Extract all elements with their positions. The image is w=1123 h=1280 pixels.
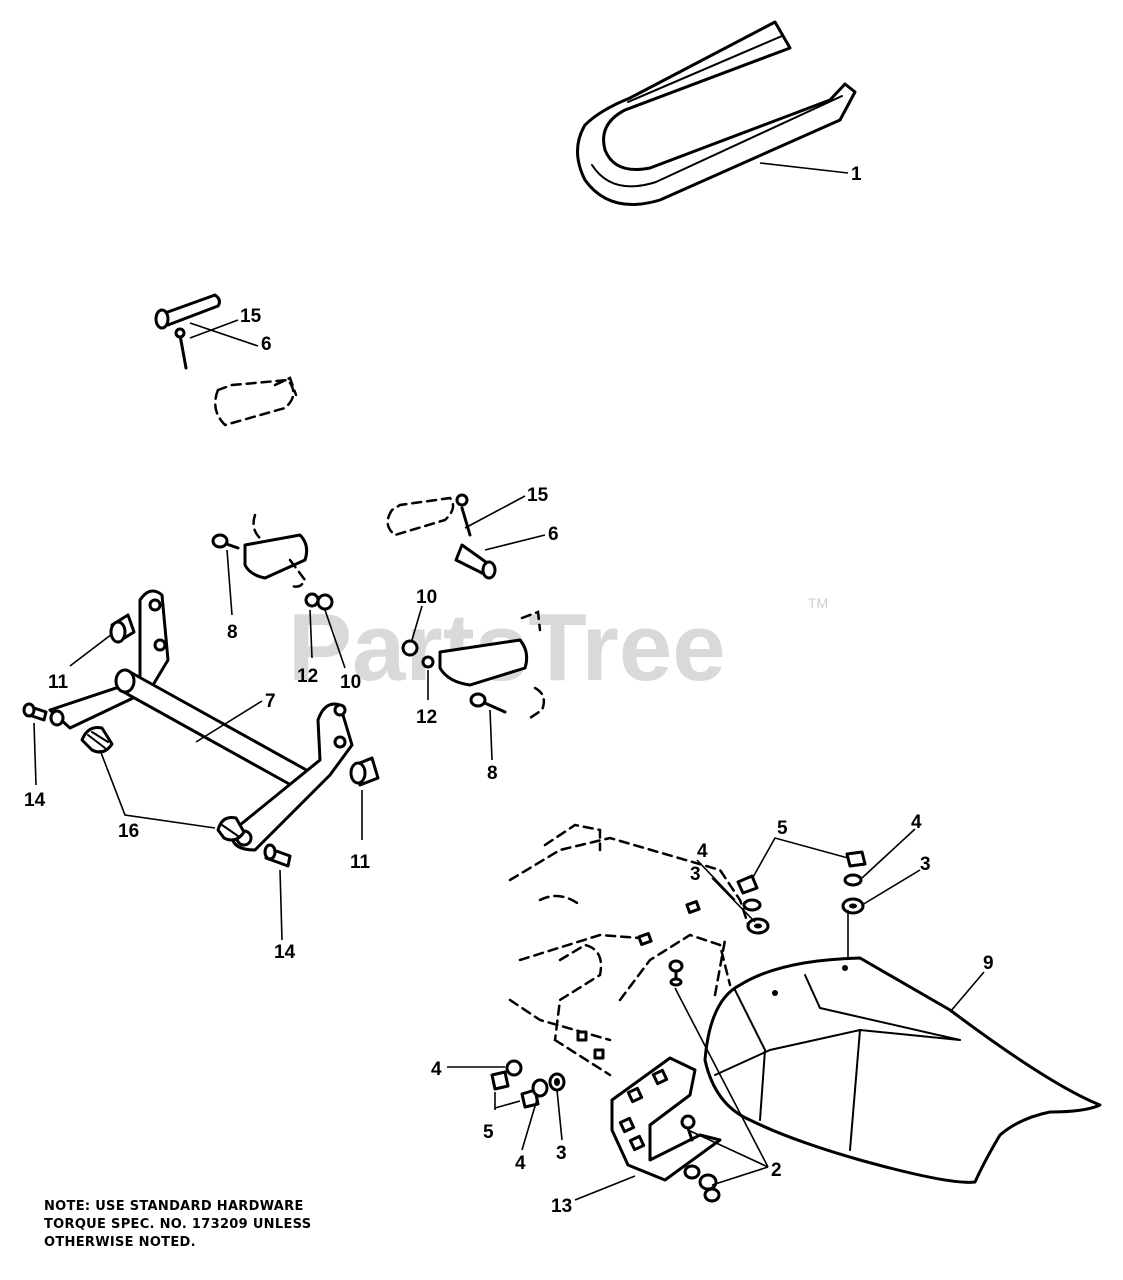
part-right-link-bracket[interactable] bbox=[401, 610, 546, 720]
callout-15-middle: 15 bbox=[527, 485, 549, 506]
part-9-panel[interactable] bbox=[703, 956, 1102, 1184]
part-upper-clevis-assembly[interactable] bbox=[154, 293, 298, 427]
callout-11-left: 11 bbox=[48, 672, 69, 693]
callout-12-right: 12 bbox=[416, 707, 437, 728]
leader-lines bbox=[33, 162, 985, 1201]
callout-5-upper: 5 bbox=[777, 818, 788, 839]
callout-11-right: 11 bbox=[350, 852, 371, 873]
part-2-bolts[interactable] bbox=[668, 959, 721, 1203]
hardware-note: NOTE: USE STANDARD HARDWARE TORQUE SPEC.… bbox=[44, 1198, 311, 1252]
callout-2: 2 bbox=[771, 1160, 782, 1181]
callout-10-right: 10 bbox=[416, 587, 437, 608]
callout-1: 1 bbox=[851, 164, 862, 185]
callout-8-left: 8 bbox=[227, 622, 238, 643]
hardware-upper-right[interactable] bbox=[736, 850, 867, 935]
part-1-guard[interactable] bbox=[576, 20, 857, 206]
frame-outline bbox=[508, 823, 752, 1077]
part-13-bracket[interactable] bbox=[610, 1056, 722, 1182]
callout-4-upper-right: 4 bbox=[911, 812, 922, 833]
callout-14-right: 14 bbox=[274, 942, 296, 963]
callout-3-upper-right: 3 bbox=[920, 854, 931, 875]
note-line-3: OTHERWISE NOTED. bbox=[44, 1235, 196, 1250]
callout-14-left: 14 bbox=[24, 790, 46, 811]
callout-3-upper-left: 3 bbox=[690, 864, 701, 885]
callout-3-lower: 3 bbox=[556, 1143, 567, 1164]
callout-5-lower: 5 bbox=[483, 1122, 494, 1143]
part-14-pins[interactable] bbox=[22, 702, 292, 868]
part-left-link-bracket[interactable] bbox=[211, 513, 309, 588]
part-11-bushings[interactable] bbox=[109, 613, 380, 787]
callout-4-lower-left: 4 bbox=[431, 1059, 442, 1080]
note-line-1: NOTE: USE STANDARD HARDWARE bbox=[44, 1199, 304, 1214]
callout-4-lower: 4 bbox=[515, 1153, 526, 1174]
callout-15-upper: 15 bbox=[240, 306, 262, 327]
watermark-trademark: TM bbox=[808, 595, 828, 611]
part-left-nuts[interactable] bbox=[304, 592, 334, 611]
hardware-lower-left[interactable] bbox=[490, 1059, 566, 1109]
callout-6-middle: 6 bbox=[548, 524, 559, 545]
callout-9: 9 bbox=[983, 953, 994, 974]
part-middle-clevis-assembly[interactable] bbox=[386, 493, 497, 580]
callout-16: 16 bbox=[118, 821, 139, 842]
callout-6-upper: 6 bbox=[261, 334, 272, 355]
callout-12-left: 12 bbox=[297, 666, 318, 687]
callout-13: 13 bbox=[551, 1196, 572, 1217]
callout-labels: 1 15 6 15 6 8 12 10 10 12 8 11 7 14 16 1… bbox=[24, 164, 994, 1217]
note-line-2: TORQUE SPEC. NO. 173209 UNLESS bbox=[44, 1217, 312, 1232]
callout-8-right: 8 bbox=[487, 763, 498, 784]
callout-7: 7 bbox=[265, 691, 276, 712]
part-16-springs[interactable] bbox=[80, 726, 246, 842]
callout-4-upper-left: 4 bbox=[697, 841, 708, 862]
callout-10-left: 10 bbox=[340, 672, 361, 693]
